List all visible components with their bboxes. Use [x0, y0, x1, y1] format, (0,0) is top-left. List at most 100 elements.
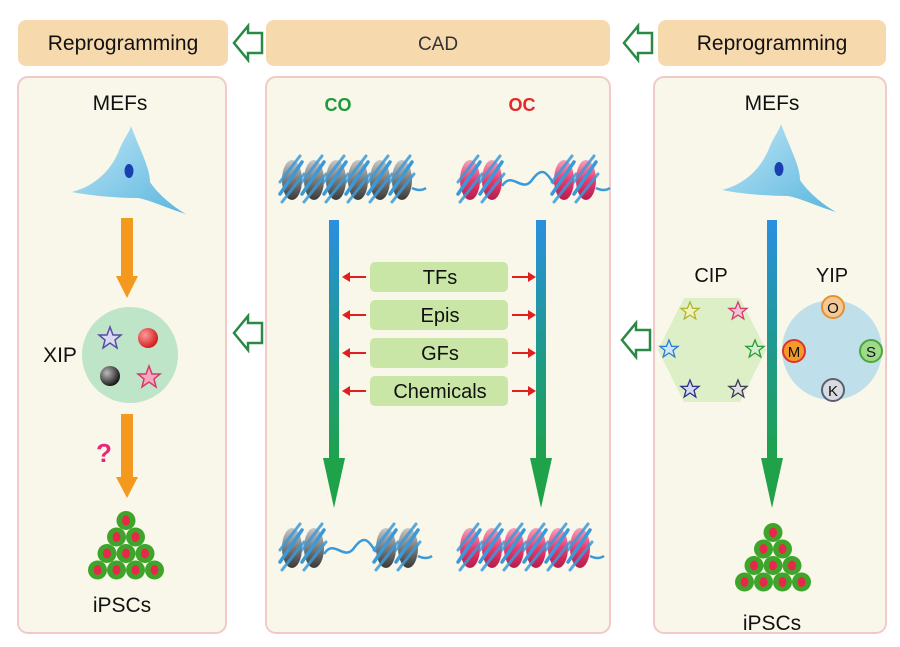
left-mef-cell-icon	[72, 126, 186, 214]
nucleosome-icon	[544, 522, 572, 572]
left-process-arrow	[323, 220, 345, 508]
navy-star-icon	[679, 378, 701, 399]
arrow-center-to-left	[232, 312, 264, 354]
nucleosome-icon	[344, 154, 372, 204]
ipsc-nucleus	[740, 577, 749, 587]
nucleosome-icon	[550, 154, 578, 204]
ipsc-nucleus	[141, 548, 149, 559]
yip-circle	[782, 300, 882, 400]
nucleosome-icon	[572, 154, 600, 204]
header-right-label: Reprogramming	[697, 32, 848, 55]
nucleosome-icon	[322, 154, 350, 204]
nucleosome-icon	[478, 154, 506, 204]
nucleosome-icon	[394, 522, 422, 572]
black-ball-icon	[100, 366, 120, 386]
factor-row: TFs	[342, 262, 536, 292]
yip-factor-s-label: S	[866, 344, 876, 361]
header-left-label: Reprogramming	[48, 32, 199, 55]
factor-label: GFs	[421, 343, 459, 365]
arrow-into-center-header	[622, 22, 654, 64]
arrow-right-to-center	[620, 319, 652, 361]
cip-hexagon	[658, 298, 766, 402]
right-process-arrow	[530, 220, 552, 508]
chromatin-open-bottom-left	[278, 522, 433, 572]
yip-factor-o: O	[821, 295, 845, 319]
yip-factor-m: M	[782, 339, 806, 363]
left-orange-arrow-2	[116, 414, 138, 498]
ipsc-nucleus	[778, 577, 787, 587]
oc-label: OC	[509, 95, 536, 115]
ipsc-nucleus	[93, 565, 102, 575]
yip-factor-k-label: K	[828, 383, 838, 400]
nucleosome-icon	[278, 522, 306, 572]
factor-box	[370, 338, 508, 368]
nucleosome-icon	[522, 522, 550, 572]
xip-label: XIP	[43, 344, 77, 367]
factor-box	[370, 300, 508, 330]
left-orange-arrow-1	[116, 218, 138, 298]
pink-star-icon	[135, 363, 163, 389]
yip-factor-o-label: O	[827, 300, 839, 317]
factor-label: Epis	[421, 305, 460, 327]
header-center: CAD	[266, 20, 610, 66]
nucleosome-icon	[388, 154, 416, 204]
factor-label: TFs	[423, 267, 457, 289]
right-mefs-label: MEFs	[745, 92, 800, 115]
chromatin-open-top-right	[456, 154, 611, 204]
arrowhead-left	[342, 348, 350, 358]
left-ipscs-label: iPSCs	[93, 594, 151, 617]
arrowhead-right	[528, 310, 536, 320]
yip-factor-k: K	[821, 378, 845, 402]
factor-label: Chemicals	[393, 381, 486, 403]
factor-box	[370, 262, 508, 292]
green-star-icon	[744, 338, 766, 359]
left-mefs-label: MEFs	[93, 92, 148, 115]
xip-circle	[82, 307, 178, 403]
purple-star-icon	[96, 324, 124, 350]
cip-label: CIP	[694, 265, 727, 287]
right-process-arrow-main	[761, 220, 783, 508]
right-ipsc-colony-icon	[735, 523, 811, 592]
factor-row: GFs	[342, 338, 536, 368]
right-mef-cell-icon	[722, 124, 836, 212]
arrowhead-right	[528, 348, 536, 358]
nucleosome-icon	[500, 522, 528, 572]
ipsc-nucleus	[788, 560, 796, 571]
ipsc-nucleus	[769, 527, 777, 538]
ipsc-nucleus	[122, 548, 130, 559]
nucleosome-icon	[456, 154, 484, 204]
header-center-label: CAD	[418, 34, 458, 55]
red-ball-icon	[138, 328, 158, 348]
arrowhead-right	[528, 386, 536, 396]
ipsc-nucleus	[122, 515, 130, 526]
ipsc-nucleus	[759, 577, 768, 587]
dark-star-icon	[727, 378, 749, 399]
nucleosome-icon	[456, 522, 484, 572]
arrowhead-left	[342, 310, 350, 320]
nucleosome-icon	[478, 522, 506, 572]
nucleosome-icon	[300, 522, 328, 572]
ipsc-nucleus	[112, 532, 121, 542]
co-label: CO	[325, 95, 352, 115]
ipsc-nucleus	[778, 544, 787, 554]
factor-row: Chemicals	[342, 376, 536, 406]
question-mark: ?	[96, 438, 112, 468]
left-ipsc-colony-icon	[88, 511, 164, 580]
factor-row: Epis	[342, 300, 536, 330]
ipsc-nucleus	[112, 565, 121, 575]
ipsc-nucleus	[103, 548, 111, 559]
nucleosome-icon	[372, 522, 400, 572]
arrowhead-right	[528, 272, 536, 282]
ipsc-nucleus	[131, 565, 140, 575]
arrowhead-left	[342, 272, 350, 282]
pink-star-icon	[727, 300, 749, 321]
header-right: Reprogramming	[658, 20, 886, 66]
nucleosome-icon	[366, 154, 394, 204]
yellow-star-icon	[679, 300, 701, 321]
blue-star-icon	[658, 338, 680, 359]
ipsc-nucleus	[769, 560, 777, 571]
yip-factor-s: S	[859, 339, 883, 363]
ipsc-nucleus	[750, 560, 758, 571]
nucleosome-icon	[278, 154, 306, 204]
